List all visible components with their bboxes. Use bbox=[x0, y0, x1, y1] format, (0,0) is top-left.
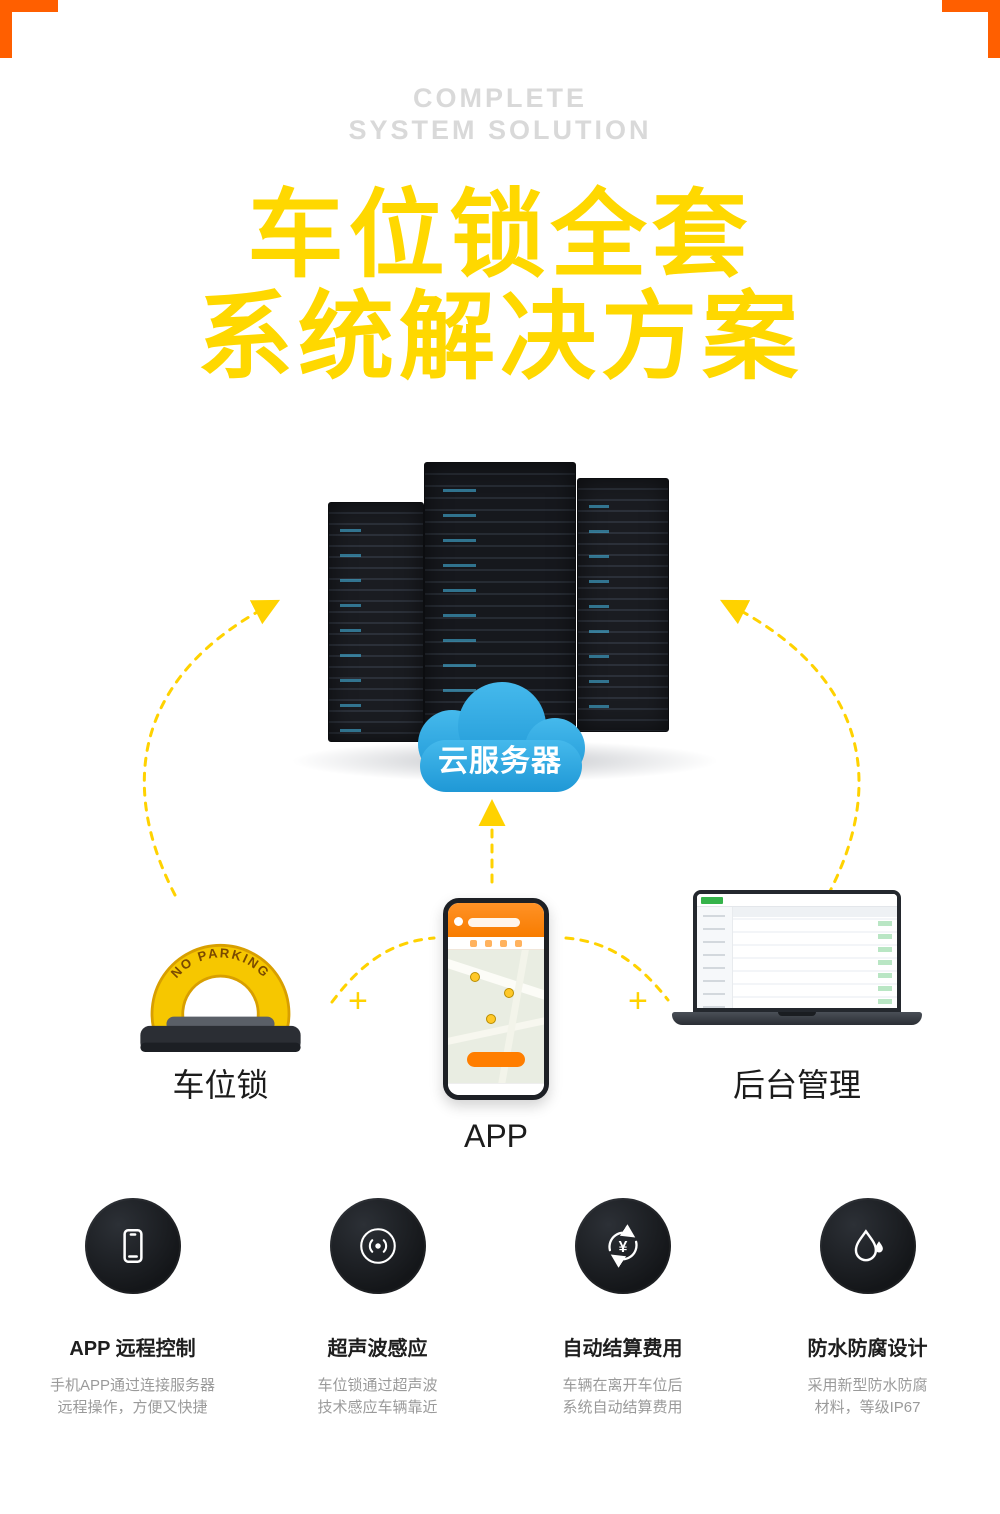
subtitle-line2: SYSTEM SOLUTION bbox=[348, 115, 652, 146]
dashboard-table bbox=[733, 907, 897, 1008]
lock-label: 车位锁 bbox=[172, 1067, 269, 1103]
title-line2: 系统解决方案 bbox=[197, 283, 803, 391]
laptop-base bbox=[672, 1012, 922, 1025]
title-line1: 车位锁全套 bbox=[247, 182, 753, 289]
feature-ultrasonic: 超声波感应 车位锁通过超声波 技术感应车辆靠近 bbox=[255, 1198, 500, 1419]
feature-title: APP 远程控制 bbox=[69, 1338, 196, 1360]
app-map-view bbox=[448, 950, 544, 1083]
dashboard-topbar bbox=[697, 894, 897, 907]
dashboard-sidebar bbox=[697, 907, 733, 1008]
english-subtitle: COMPLETE SYSTEM SOLUTION bbox=[0, 82, 1000, 147]
cloud-label: 云服务器 bbox=[438, 745, 562, 778]
laptop-screen bbox=[693, 890, 901, 1012]
feature-waterproof: 防水防腐设计 采用新型防水防腐 材料，等级IP67 bbox=[745, 1198, 990, 1419]
map-road bbox=[448, 956, 544, 1009]
admin-dashboard bbox=[697, 894, 897, 1008]
arc-lock-to-app bbox=[330, 936, 436, 1004]
feature-description: 车辆在离开车位后 系统自动结算费用 bbox=[562, 1377, 683, 1416]
auto-billing-icon: ¥ bbox=[574, 1198, 671, 1294]
plus-sign-left: + bbox=[348, 982, 368, 1020]
subtitle-line1: COMPLETE bbox=[412, 83, 587, 113]
feature-title: 超声波感应 bbox=[327, 1338, 428, 1360]
app-bottom-bar bbox=[448, 1083, 544, 1095]
laptop-mockup bbox=[672, 890, 922, 1025]
flow-arrows bbox=[142, 599, 861, 1004]
server-rack-left bbox=[328, 502, 424, 742]
map-lock-marker bbox=[504, 988, 514, 998]
map-lock-marker bbox=[470, 972, 480, 982]
feature-description: 采用新型防水防腐 材料，等级IP67 bbox=[807, 1377, 928, 1416]
app-label: APP bbox=[463, 1118, 529, 1154]
dashboard-logo bbox=[701, 896, 723, 904]
server-rack-right bbox=[577, 478, 669, 732]
app-action-button bbox=[467, 1052, 525, 1067]
svg-text:¥: ¥ bbox=[618, 1239, 627, 1256]
ultrasonic-icon bbox=[329, 1198, 426, 1294]
arc-app-to-backend bbox=[564, 936, 670, 1002]
page-title: 车位锁全套 系统解决方案 bbox=[0, 185, 1000, 389]
parking-lock-illustration: NO PARKING bbox=[118, 888, 323, 1070]
feature-auto-billing: ¥ 自动结算费用 车辆在离开车位后 系统自动结算费用 bbox=[500, 1198, 745, 1419]
cloud-server: 云服务器 bbox=[390, 678, 610, 798]
parking-lock-icon: NO PARKING bbox=[140, 944, 301, 1052]
app-header-bar bbox=[448, 903, 544, 937]
feature-app-control: APP 远程控制 手机APP通过连接服务器 远程操作，方便又快捷 bbox=[10, 1198, 255, 1419]
system-diagram: 云服务器 NO PARKING 车位锁 + + bbox=[0, 430, 1000, 1154]
app-quick-icons bbox=[448, 937, 544, 950]
plus-sign-right: + bbox=[628, 982, 648, 1020]
app-search-bar bbox=[468, 918, 520, 927]
arrow-lock-to-server bbox=[142, 599, 280, 897]
cloud-icon bbox=[418, 682, 585, 792]
feature-description: 手机APP通过连接服务器 远程操作，方便又快捷 bbox=[49, 1377, 215, 1416]
app-back-icon bbox=[454, 917, 463, 926]
map-lock-marker bbox=[486, 1014, 496, 1024]
arrow-backend-to-server bbox=[719, 599, 861, 897]
corner-mark-left bbox=[0, 0, 58, 58]
feature-description: 车位锁通过超声波 技术感应车辆靠近 bbox=[317, 1377, 438, 1416]
feature-title: 防水防腐设计 bbox=[807, 1338, 928, 1360]
smartphone-icon bbox=[84, 1198, 181, 1294]
map-road bbox=[448, 1008, 544, 1047]
corner-mark-right bbox=[942, 0, 1000, 58]
feature-title: 自动结算费用 bbox=[562, 1338, 683, 1360]
waterproof-icon bbox=[819, 1198, 916, 1294]
app-phone-mockup bbox=[443, 898, 549, 1100]
feature-row: APP 远程控制 手机APP通过连接服务器 远程操作，方便又快捷 超声波感应 车… bbox=[0, 1198, 1000, 1419]
backend-label: 后台管理 bbox=[732, 1067, 861, 1103]
